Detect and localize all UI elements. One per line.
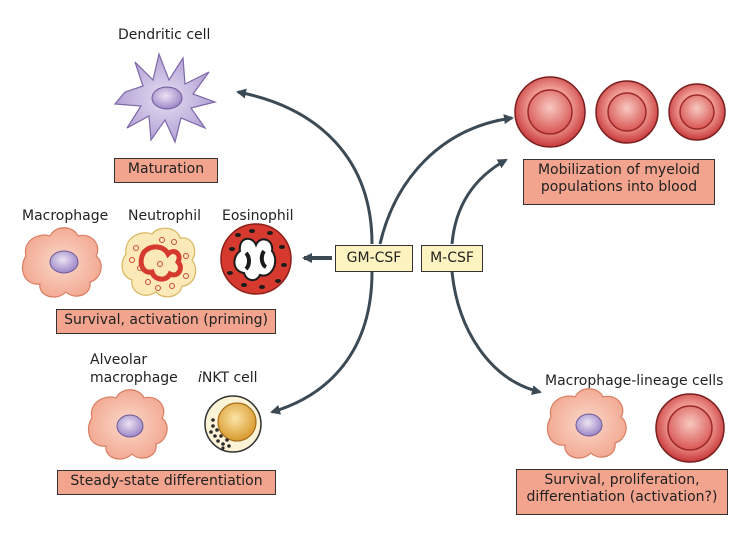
steady-state-box: Steady-state differentiation — [57, 470, 276, 495]
maturation-box: Maturation — [114, 158, 218, 183]
arrow-from-mcsf-up — [450, 158, 508, 245]
myeloid-cell-icon — [668, 83, 726, 141]
alveolar-label-line1: Alveolar — [90, 352, 148, 368]
mobilization-box: Mobilization of myeloid populations into… — [523, 159, 715, 205]
m-csf-box: M-CSF — [421, 245, 483, 272]
arrow-to-alveolar — [270, 271, 374, 415]
dendritic-cell-label: Dendritic cell — [118, 27, 211, 43]
survival-activation-box: Survival, activation (priming) — [56, 309, 276, 334]
macrophage-icon — [21, 227, 102, 298]
inkt-label-prefix: i — [198, 370, 202, 386]
survival-proliferation-line1: Survival, proliferation, — [544, 472, 700, 488]
alveolar-macrophage-icon — [87, 389, 168, 460]
inkt-label: iNKT cell — [198, 370, 258, 387]
survival-proliferation-box: Survival, proliferation, differentiation… — [516, 469, 728, 515]
neutrophil-label: Neutrophil — [128, 208, 202, 224]
myeloid-cell-icon — [595, 80, 659, 144]
alveolar-label-line2: macrophage — [90, 370, 178, 386]
arrow-to-dendritic — [236, 88, 374, 245]
gm-csf-box: GM-CSF — [335, 245, 413, 272]
arrow-to-macrophage-lineage — [450, 271, 542, 395]
macrophage-lineage-label: Macrophage-lineage cells — [545, 373, 724, 389]
survival-proliferation-line2: differentiation (activation?) — [526, 489, 718, 505]
lineage-macrophage-icon — [546, 388, 627, 459]
macrophage-label: Macrophage — [22, 208, 109, 224]
eosinophil-icon — [220, 223, 292, 295]
myeloid-cell-icon — [514, 76, 586, 148]
lineage-monocyte-icon — [655, 393, 725, 463]
inkt-label-rest: NKT cell — [201, 370, 258, 386]
neutrophil-icon — [121, 227, 197, 298]
inkt-cell-icon — [204, 395, 262, 453]
mobilization-line2: populations into blood — [540, 179, 698, 195]
dendritic-cell-icon — [113, 51, 218, 144]
mobilization-line1: Mobilization of myeloid — [537, 162, 701, 178]
arrow-to-mobilization — [378, 114, 514, 245]
eosinophil-label: Eosinophil — [222, 208, 294, 224]
